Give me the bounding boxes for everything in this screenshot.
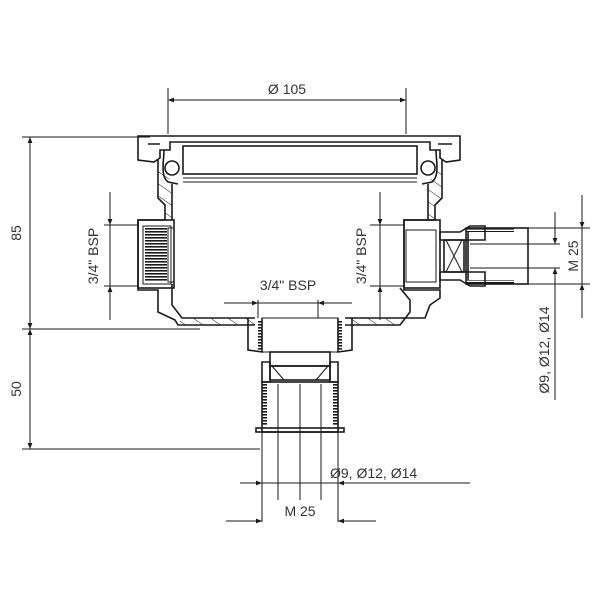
label-left-inlet-thread: 3/4" BSP <box>85 228 101 284</box>
label-bottom-fitting-thread: M 25 <box>284 503 315 519</box>
dimension-lines <box>22 88 590 524</box>
right-hose-fitting <box>439 225 529 287</box>
bottom-hose-fitting <box>255 351 345 500</box>
label-right-fitting-thread: M 25 <box>565 240 581 271</box>
label-top-diameter: Ø 105 <box>268 81 306 97</box>
label-overall-height: 85 <box>8 225 24 241</box>
label-right-fitting-hose: Ø9, Ø12, Ø14 <box>536 306 552 393</box>
label-outlet-length: 50 <box>8 381 24 397</box>
label-bottom-outlet-thread: 3/4" BSP <box>260 277 316 293</box>
dimension-labels: Ø 105 85 50 3/4" BSP 3/4" BSP 3/4" BSP M… <box>8 81 581 519</box>
label-right-inlet-thread: 3/4" BSP <box>353 228 369 284</box>
label-bottom-fitting-hose: Ø9, Ø12, Ø14 <box>330 465 417 481</box>
drain-body <box>137 135 461 353</box>
